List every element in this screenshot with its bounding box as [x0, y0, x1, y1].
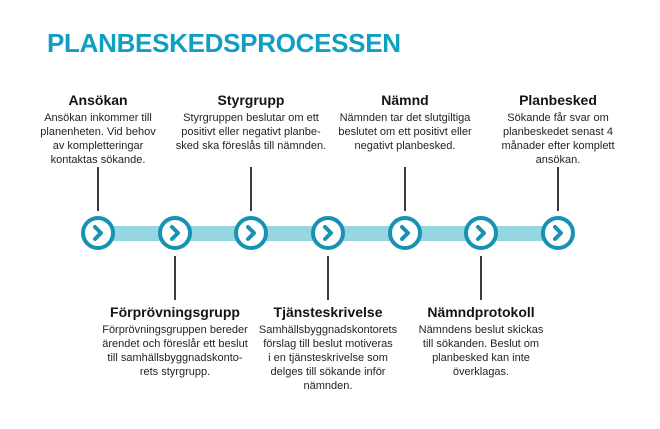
timeline-node — [81, 216, 115, 250]
timeline-node — [311, 216, 345, 250]
connector-line — [174, 256, 176, 300]
step-body: Styrgruppen beslutar om ett positivt ell… — [175, 112, 327, 153]
timeline-node — [464, 216, 498, 250]
step-heading: Styrgrupp — [217, 92, 285, 108]
step-heading: Tjänsteskrivelse — [273, 304, 383, 320]
connector-line — [404, 167, 406, 211]
chevron-right-icon — [246, 225, 256, 241]
step-styrgrupp: Styrgrupp Styrgruppen beslutar om ett po… — [166, 92, 336, 153]
step-tjansteskrivelse: Tjänsteskrivelse Samhällsbyggnadskontore… — [235, 304, 421, 393]
step-body: Förprövningsgruppen bereder ärendet och … — [102, 324, 248, 379]
step-body: Samhällsbyggnadskontorets förslag till b… — [258, 324, 398, 393]
connector-line — [250, 167, 252, 211]
chevron-right-icon — [400, 225, 410, 241]
chevron-right-icon — [476, 225, 486, 241]
chevron-right-icon — [323, 225, 333, 241]
step-heading: Förprövningsgrupp — [110, 304, 240, 320]
step-planbesked: Planbesked Sökande får svar om planbeske… — [473, 92, 643, 167]
step-body: Sökande får svar om planbeskedet senast … — [501, 112, 615, 167]
timeline-node — [388, 216, 422, 250]
step-body: Nämnden tar det slutgiltiga beslutet om … — [338, 112, 472, 153]
page-title: PLANBESKEDSPROCESSEN — [47, 28, 401, 58]
chevron-right-icon — [93, 225, 103, 241]
step-heading: Nämnd — [381, 92, 429, 108]
connector-line — [97, 167, 99, 211]
step-namndprotokoll: Nämndprotokoll Nämndens beslut skickas t… — [388, 304, 574, 379]
timeline-node — [234, 216, 268, 250]
step-heading: Ansökan — [68, 92, 128, 108]
chevron-right-icon — [170, 225, 180, 241]
step-body: Nämndens beslut skickas till sökanden. B… — [418, 324, 544, 379]
connector-line — [327, 256, 329, 300]
step-namnd: Nämnd Nämnden tar det slutgiltiga beslut… — [320, 92, 490, 153]
timeline-node — [158, 216, 192, 250]
step-heading: Nämndprotokoll — [427, 304, 535, 320]
step-heading: Planbesked — [519, 92, 597, 108]
timeline-node — [541, 216, 575, 250]
step-forprovningsgrupp: Förprövningsgrupp Förprövningsgruppen be… — [82, 304, 268, 379]
connector-line — [480, 256, 482, 300]
chevron-right-icon — [553, 225, 563, 241]
connector-line — [557, 167, 559, 211]
step-body: Ansökan inkommer till planenheten. Vid b… — [40, 112, 156, 167]
step-ansokan: Ansökan Ansökan inkommer till planenhete… — [13, 92, 183, 167]
